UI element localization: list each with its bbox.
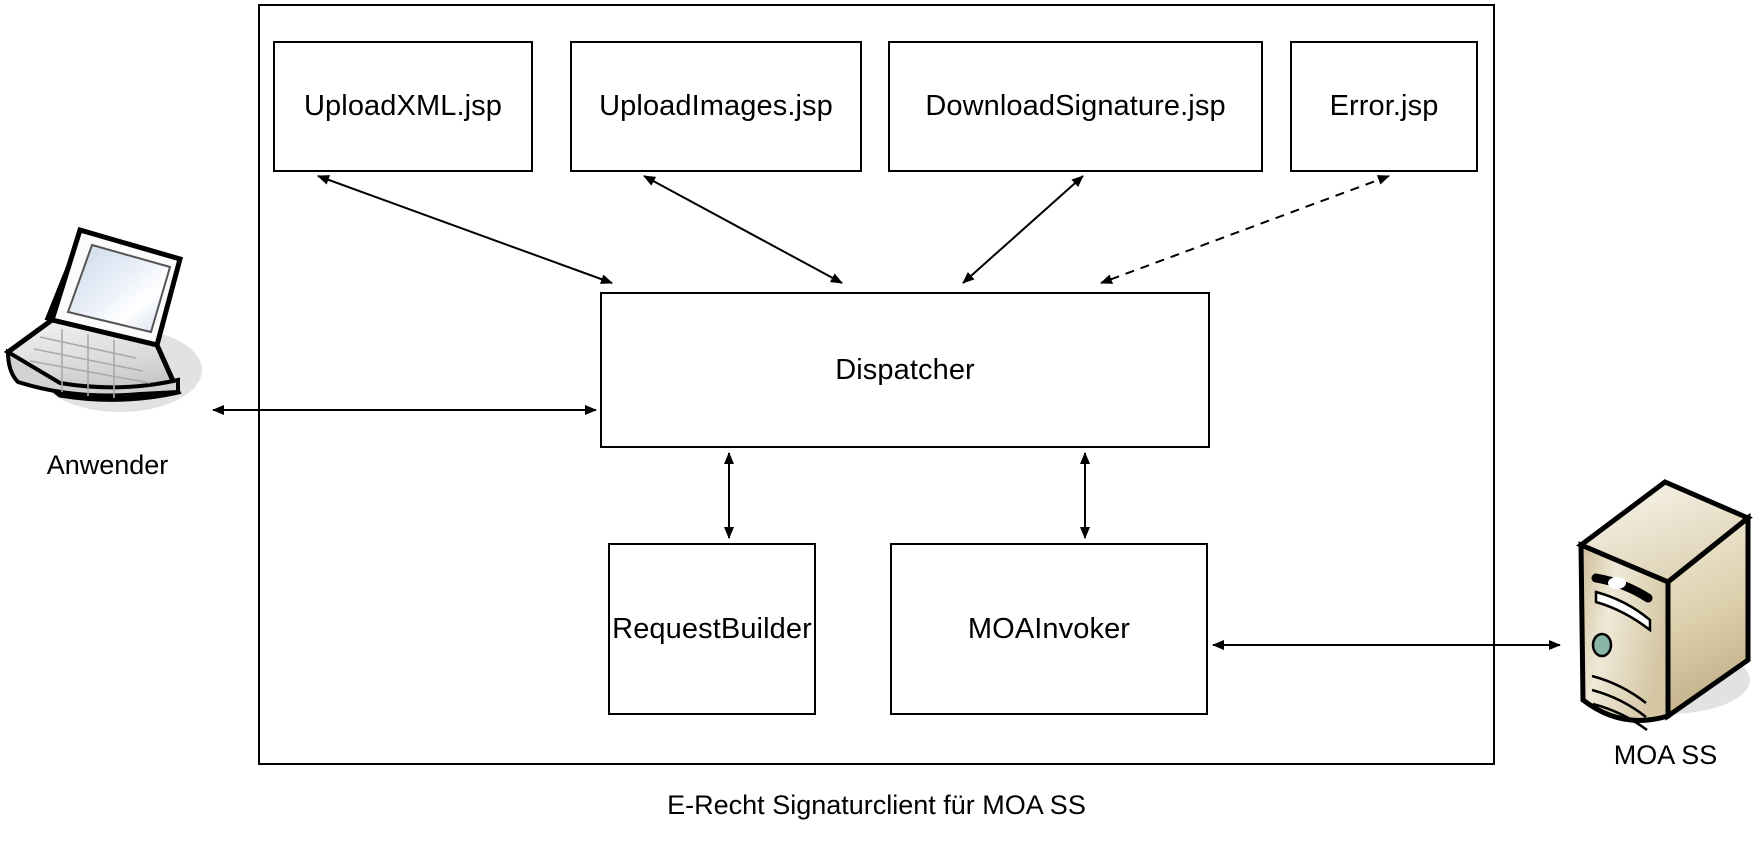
node-label: UploadXML.jsp [304, 90, 502, 122]
node-dispatcher[interactable]: Dispatcher [600, 292, 1210, 448]
node-upload-images-jsp[interactable]: UploadImages.jsp [570, 41, 862, 172]
connector-upload-images-dispatcher [643, 175, 843, 284]
node-request-builder[interactable]: RequestBuilder [608, 543, 816, 715]
node-label: Dispatcher [835, 353, 975, 386]
node-upload-xml-jsp[interactable]: UploadXML.jsp [273, 41, 533, 172]
actor-label-text: MOA SS [1613, 740, 1718, 770]
server-icon [1576, 479, 1753, 732]
diagram-caption: E-Recht Signaturclient für MOA SS [258, 790, 1495, 821]
node-label: Error.jsp [1329, 90, 1439, 122]
node-moa-invoker[interactable]: MOAInvoker [890, 543, 1208, 715]
node-error-jsp[interactable]: Error.jsp [1290, 41, 1478, 172]
diagram-caption-text: E-Recht Signaturclient für MOA SS [667, 790, 1086, 820]
actor-label-moa-ss: MOA SS [1570, 740, 1761, 771]
node-label: DownloadSignature.jsp [925, 90, 1226, 122]
node-label: UploadImages.jsp [599, 90, 833, 122]
connector-error-dispatcher [1100, 175, 1390, 284]
actor-label-anwender: Anwender [0, 450, 215, 481]
system-boundary [258, 4, 1495, 765]
connector-upload-xml-dispatcher [317, 175, 613, 284]
actor-label-text: Anwender [46, 450, 169, 480]
node-label: MOAInvoker [967, 612, 1131, 645]
node-label: RequestBuilder [612, 612, 812, 645]
connector-download-signature-dispatcher [962, 175, 1084, 284]
laptop-icon [3, 226, 202, 412]
node-download-signature-jsp[interactable]: DownloadSignature.jsp [888, 41, 1263, 172]
